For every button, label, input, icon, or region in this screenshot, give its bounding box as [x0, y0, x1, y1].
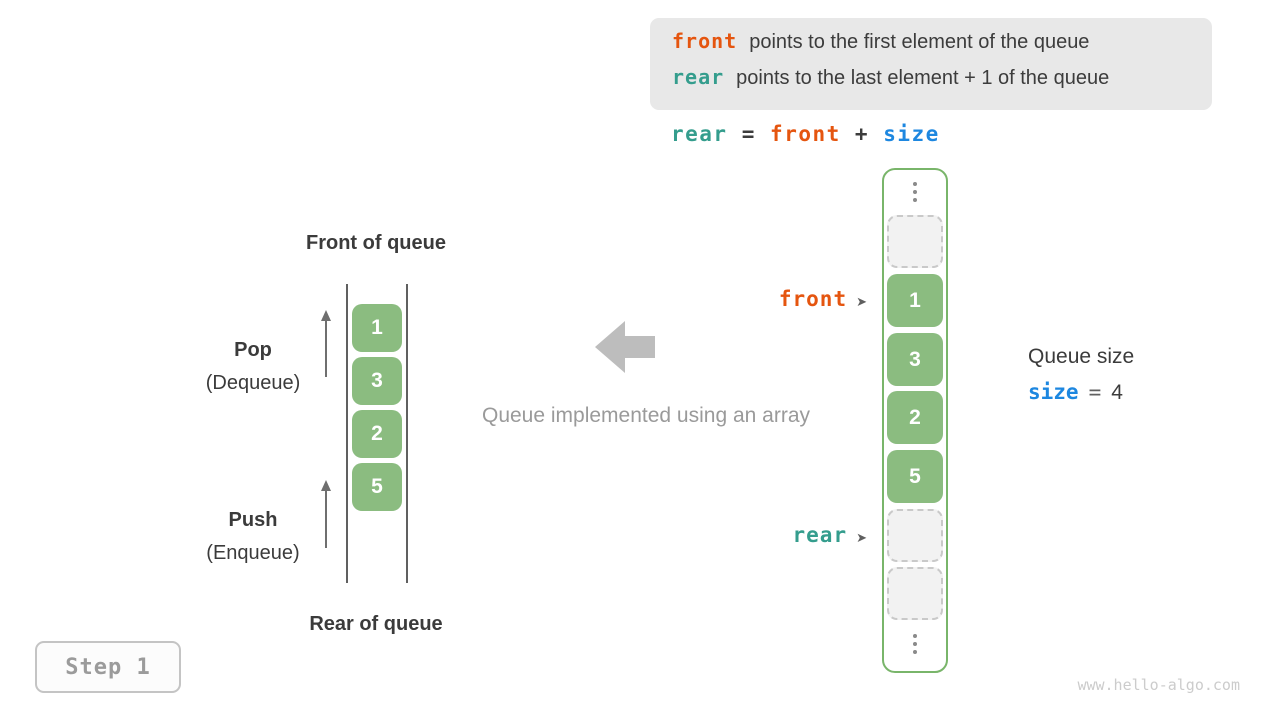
rear-pointer: rear ➤: [735, 523, 868, 551]
size-variable: size: [1028, 380, 1079, 404]
enqueue-label: (Enqueue): [206, 542, 300, 564]
front-pointer: front ➤: [735, 287, 868, 315]
front-keyword: front: [672, 29, 738, 53]
rear-pointer-label: rear: [792, 523, 848, 547]
rear-of-queue-label: Rear of queue: [309, 613, 443, 635]
array-slot-filled: 2: [887, 391, 943, 444]
pointer-arrow-icon: ➤: [856, 531, 868, 546]
note-line-front: front points to the first element of the…: [672, 29, 1212, 65]
ellipsis-top-icon: [913, 182, 917, 202]
formula-front: front: [770, 122, 841, 146]
queue-cell: 5: [352, 463, 402, 511]
array-slot-empty: [887, 215, 943, 268]
front-of-queue-label: Front of queue: [306, 232, 446, 254]
formula-size: size: [883, 122, 940, 146]
note-box: front points to the first element of the…: [650, 18, 1212, 110]
rear-keyword: rear: [672, 65, 725, 89]
queue-size-info: Queue size size = 4: [1028, 344, 1134, 405]
watermark: www.hello-algo.com: [1077, 676, 1240, 694]
formula-rear: rear: [671, 122, 728, 146]
pop-up-arrow-icon: [321, 310, 331, 377]
array-column: 1 3 2 5: [882, 168, 948, 673]
queue-size-equation: size = 4: [1028, 380, 1134, 405]
size-value: 4: [1111, 381, 1123, 404]
note-line-rear: rear points to the last element + 1 of t…: [672, 65, 1212, 101]
pointer-arrow-icon: ➤: [856, 295, 868, 310]
formula-plus: +: [854, 122, 870, 146]
array-slot-filled: 5: [887, 450, 943, 503]
front-pointer-label: front: [778, 287, 848, 311]
queue-channel-right-line: [406, 284, 408, 583]
pop-label-group: Pop (Dequeue): [178, 337, 328, 397]
push-label: Push: [228, 509, 278, 531]
rear-description: points to the last element + 1 of the qu…: [736, 67, 1110, 89]
push-label-group: Push (Enqueue): [178, 507, 328, 567]
diagram-caption: Queue implemented using an array: [481, 404, 811, 427]
array-slot-empty: [887, 567, 943, 620]
array-slot-filled: 1: [887, 274, 943, 327]
dequeue-label: (Dequeue): [205, 372, 301, 394]
size-equals: =: [1088, 380, 1102, 404]
formula-equals: =: [741, 122, 756, 146]
queue-cell: 3: [352, 357, 402, 405]
array-slot-empty: [887, 509, 943, 562]
front-description: points to the first element of the queue: [749, 31, 1090, 53]
queue-cell: 2: [352, 410, 402, 458]
ellipsis-bottom-icon: [913, 634, 917, 654]
pop-label: Pop: [234, 339, 272, 361]
queue-cell: 1: [352, 304, 402, 352]
queue-channel-left-line: [346, 284, 348, 583]
left-block-arrow-icon: [595, 320, 655, 379]
push-up-arrow-icon: [321, 480, 331, 548]
step-badge: Step 1: [35, 641, 181, 693]
queue-size-title: Queue size: [1028, 345, 1135, 368]
array-slot-filled: 3: [887, 333, 943, 386]
formula: rear = front + size: [671, 122, 940, 146]
